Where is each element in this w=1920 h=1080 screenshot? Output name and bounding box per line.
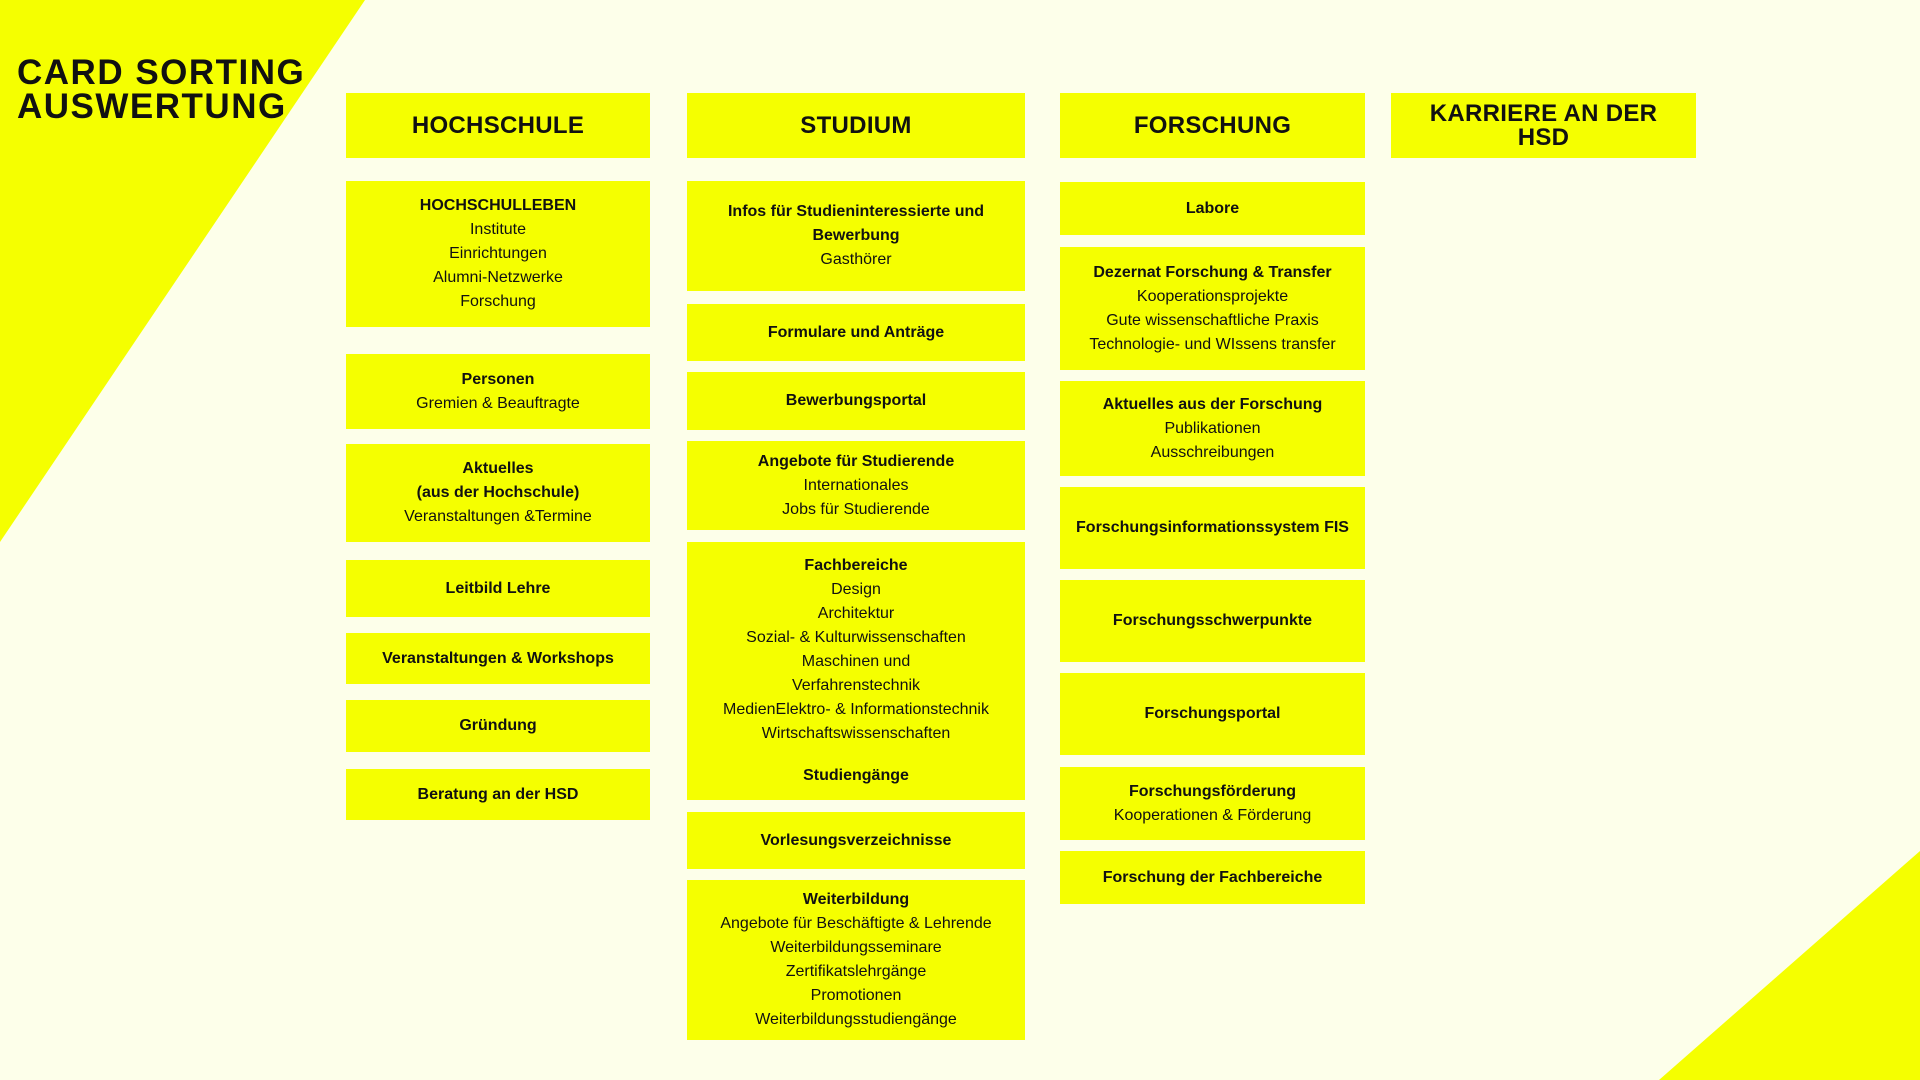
category-card[interactable]: Bewerbungsportal (687, 372, 1025, 430)
card-item: Kooperationen & Förderung (1113, 806, 1312, 824)
card-title: Aktuelles aus der Forschung (1102, 395, 1323, 413)
card-title: Forschungsinformationssystem FIS (1076, 519, 1349, 536)
card-item: Alumni-Netzwerke (433, 269, 563, 286)
bottom-right-triangle (1659, 851, 1920, 1080)
card-item: Weiterbildungsstudiengänge (755, 1011, 957, 1028)
card-title: Forschungsportal (1144, 705, 1281, 722)
title-line: AUSWERTUNG (17, 87, 287, 126)
category-card[interactable]: Labore (1060, 182, 1365, 235)
page-title: CARD SORTING AUSWERTUNG (17, 53, 306, 126)
column-header-0: HOCHSCHULE (346, 93, 650, 158)
card-title: Fachbereiche (804, 557, 908, 574)
card-title: Aktuelles (462, 460, 534, 477)
card-title: Personen (461, 370, 535, 388)
card-item: Einrichtungen (449, 245, 547, 262)
column-header-label: STUDIUM (800, 111, 912, 139)
category-card[interactable]: Forschungsinformationssystem FIS (1060, 487, 1365, 569)
card-title: Vorlesungsverzeichnisse (760, 831, 952, 849)
card-item: Sozial- & Kulturwissenschaften (746, 629, 966, 646)
card-title: Weiterbildung (802, 891, 910, 908)
card-item: Angebote für Beschäftigte & Lehrende (720, 915, 992, 932)
card-title: Forschungsschwerpunkte (1112, 612, 1313, 629)
card-item: Forschung (460, 293, 536, 310)
card-item: Jobs für Studierende (782, 500, 930, 518)
card-item: Publikationen (1164, 419, 1261, 437)
category-card[interactable]: Forschung der Fachbereiche (1060, 851, 1365, 904)
card-item: Gute wissenschaftliche Praxis (1106, 311, 1319, 329)
card-item: Gremien & Beauftragte (416, 394, 580, 412)
card-title: Infos für Studieninteressierte und (727, 203, 985, 220)
card-item: Ausschreibungen (1150, 443, 1275, 461)
card-item: Zertifikatslehrgänge (785, 963, 927, 980)
card-title: Veranstaltungen & Workshops (382, 649, 614, 667)
card-item: Wirtschaftswissenschaften (761, 725, 951, 742)
card-title: Dezernat Forschung & Transfer (1093, 263, 1332, 281)
card-item: Internationales (803, 476, 909, 494)
card-item: Institute (469, 221, 527, 238)
card-title: Bewerbungsportal (785, 392, 927, 409)
category-card[interactable]: Beratung an der HSD (346, 769, 650, 820)
card-item: Gasthörer (820, 251, 892, 268)
top-left-triangle (0, 0, 365, 542)
card-title: Leitbild Lehre (445, 579, 551, 597)
card-title: Forschungsförderung (1128, 782, 1297, 800)
card-item: Technologie- und WIssens transfer (1089, 335, 1336, 353)
category-card[interactable]: Veranstaltungen & Workshops (346, 633, 650, 684)
card-title: HOCHSCHULLEBEN (419, 197, 577, 214)
card-title: Forschung der Fachbereiche (1102, 868, 1323, 886)
card-title: Labore (1185, 199, 1240, 217)
card-item: MedienElektro- & Informationstechnik (723, 701, 989, 718)
category-card[interactable]: Vorlesungsverzeichnisse (687, 812, 1025, 869)
card-title: (aus der Hochschule) (416, 484, 580, 501)
category-card[interactable]: Formulare und Anträge (687, 304, 1025, 361)
category-card[interactable]: Forschungsportal (1060, 673, 1365, 755)
title-line: CARD SORTING (17, 53, 306, 92)
card-title: Bewerbung (812, 227, 900, 244)
card-item: Promotionen (810, 987, 902, 1004)
column-header-label: FORSCHUNG (1133, 111, 1292, 139)
card-title: Beratung an der HSD (417, 785, 579, 803)
card-item: Verfahrenstechnik (791, 677, 921, 694)
card-item: Architektur (817, 605, 895, 622)
card-item: Veranstaltungen &Termine (404, 508, 592, 525)
card-title: Formulare und Anträge (767, 323, 945, 341)
card-item: Kooperationsprojekte (1136, 287, 1289, 305)
card-item: Design (831, 581, 881, 598)
category-card[interactable]: Aktuelles (aus der Hochschule) Veranstaltu… (346, 444, 650, 542)
category-card[interactable]: Gründung (346, 700, 650, 752)
card-title: Angebote für Studierende (757, 452, 955, 470)
column-header-3: KARRIERE AN DER HSD (1391, 93, 1696, 158)
card-subtitle: Studiengänge (803, 767, 909, 784)
category-card[interactable]: Leitbild Lehre (346, 560, 650, 617)
column-header-label: KARRIERE AN DER HSD (1429, 99, 1658, 151)
column-header-1: STUDIUM (687, 93, 1025, 158)
card-title: Gründung (459, 717, 537, 734)
category-card[interactable]: Forschungsschwerpunkte (1060, 580, 1365, 662)
column-header-label: HOCHSCHULE (411, 111, 585, 139)
card-item: Maschinen und (801, 653, 911, 670)
column-header-2: FORSCHUNG (1060, 93, 1365, 158)
card-item: Weiterbildungsseminare (770, 939, 942, 956)
